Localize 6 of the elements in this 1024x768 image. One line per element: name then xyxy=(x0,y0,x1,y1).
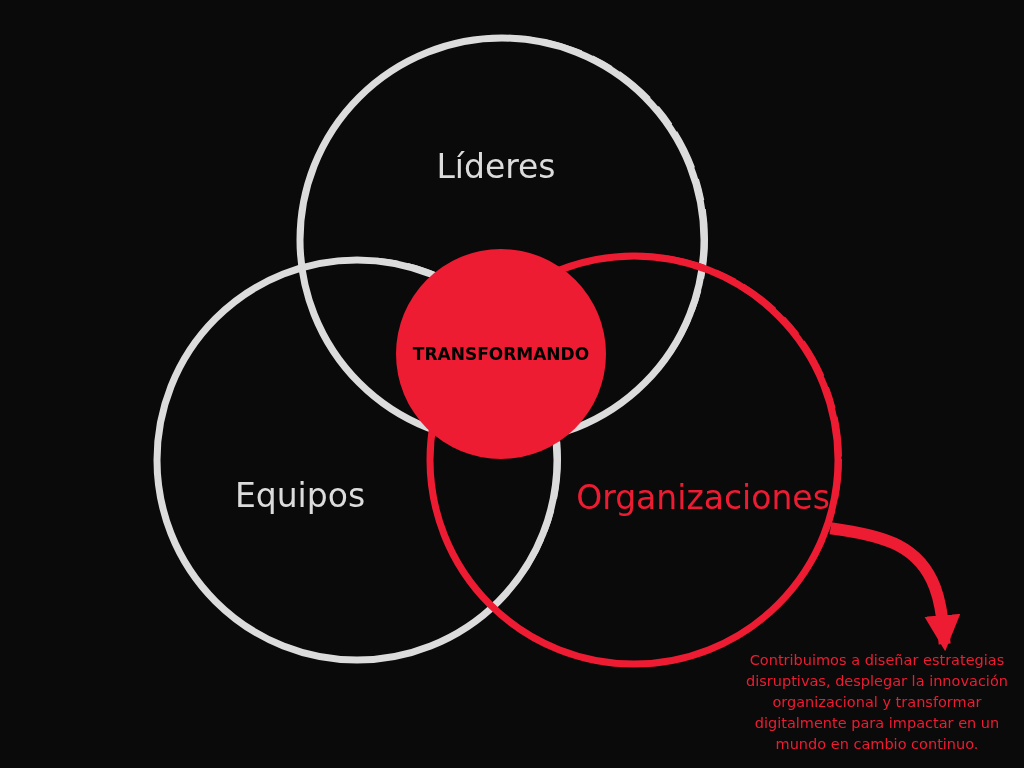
circle-label: TRANSFORMANDO xyxy=(412,344,590,364)
circle-label: Organizaciones xyxy=(576,477,830,517)
description-text: Contribuimos a diseñar estrategias disruptivas, desplegar la innovación organizacional y transformar digitalmente para impactar en un mundo en cambio continuo. xyxy=(745,651,1009,754)
circle-label: Equipos xyxy=(234,475,366,515)
curved-arrow xyxy=(829,522,961,652)
circle-label: Líderes xyxy=(436,146,556,186)
